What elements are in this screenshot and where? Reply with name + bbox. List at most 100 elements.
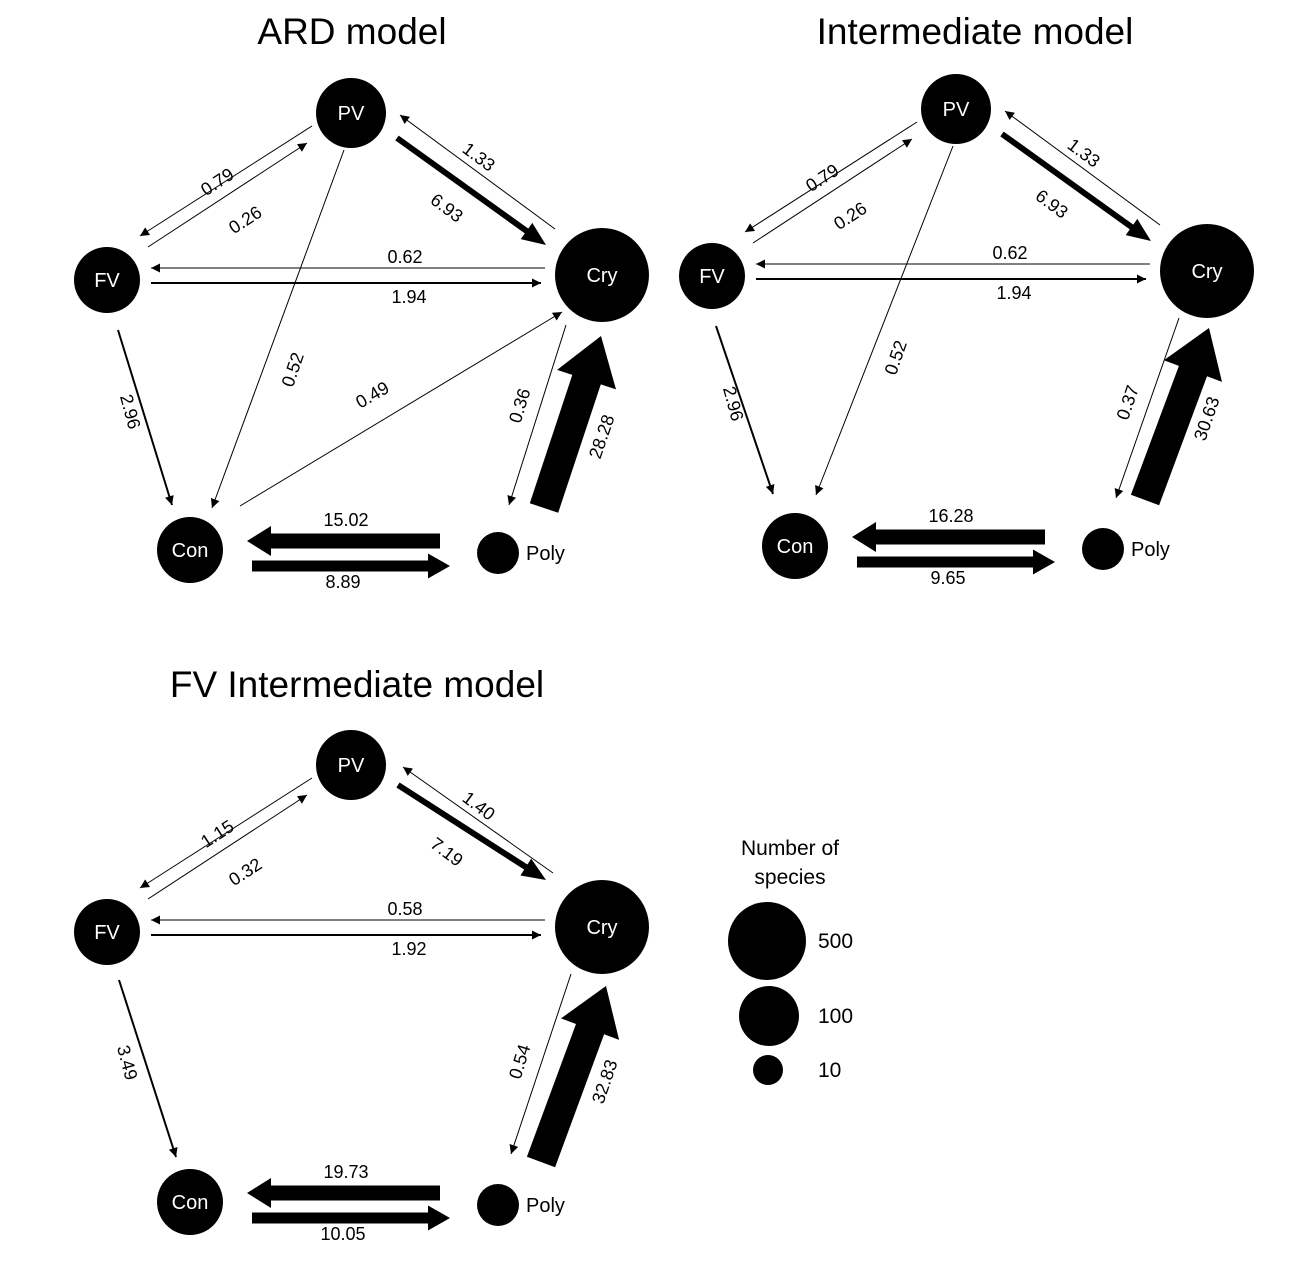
edge-con-to-poly-arrow — [252, 1205, 450, 1231]
edge-cry-to-pv-rate-label: 1.33 — [459, 138, 499, 175]
species-count-legend: Number of species 500 100 10 — [728, 837, 853, 1085]
node-con-label: Con — [172, 540, 209, 562]
node-fv — [74, 247, 140, 313]
node-poly-label: Poly — [526, 1195, 565, 1217]
edge-con-to-poly-rate-label: 10.05 — [320, 1224, 365, 1244]
edge-cry-to-fv-rate-label: 0.58 — [387, 899, 422, 919]
node-pv-label: PV — [338, 103, 365, 125]
node-cry-label: Cry — [1191, 261, 1222, 283]
node-poly — [1082, 528, 1124, 570]
panel-ard: ARD model0.790.261.336.930.621.940.520.4… — [74, 11, 649, 592]
node-con — [762, 513, 828, 579]
edge-cry-to-pv-arrow — [402, 766, 554, 874]
edge-cry-to-poly-arrow — [507, 324, 567, 506]
node-pv — [316, 730, 386, 800]
edge-con-to-cry-rate-label: 0.49 — [352, 377, 392, 412]
node-con-label: Con — [777, 536, 814, 558]
legend-label-100: 100 — [818, 1005, 853, 1028]
edge-cry-to-pv-arrow — [399, 114, 556, 230]
edge-fv-to-con-arrow — [715, 325, 775, 495]
edge-fv-to-pv-rate-label: 0.79 — [197, 164, 237, 200]
edge-fv-to-pv-arrow — [147, 142, 308, 248]
edge-cry-to-pv-rate-label: 1.40 — [459, 787, 499, 824]
edge-poly-to-con-arrow — [247, 526, 440, 556]
edge-pv-to-cry-arrow — [396, 782, 546, 880]
edge-fv-to-cry-rate-label: 1.92 — [391, 939, 426, 959]
edge-poly-to-con-rate-label: 16.28 — [928, 506, 973, 526]
node-poly-label: Poly — [1131, 539, 1170, 561]
edge-pv-to-fv-arrow — [744, 121, 918, 233]
edge-fv-to-con-rate-label: 3.49 — [113, 1043, 141, 1082]
panel-fv-intermediate: FV Intermediate model 1.150.32 1.40 7.19 0.5… — [74, 664, 649, 1244]
node-fv — [679, 243, 745, 309]
legend-title-line-2: species — [754, 866, 825, 889]
legend-label-500: 500 — [818, 930, 853, 953]
panels-layer: ARD model0.790.261.336.930.621.940.520.4… — [74, 11, 1254, 1244]
edge-poly-to-cry-rate-label: 28.28 — [585, 412, 619, 461]
edge-fv-to-con-arrow — [118, 979, 178, 1158]
node-con-label: Con — [172, 1192, 209, 1214]
edge-poly-to-con-rate-label: 15.02 — [323, 510, 368, 530]
edge-poly-to-cry-rate-label: 32.83 — [588, 1057, 622, 1106]
edge-fv-to-cry-rate-label: 1.94 — [996, 283, 1031, 303]
edge-cry-to-fv-rate-label: 0.62 — [387, 247, 422, 267]
edge-cry-to-pv-arrow — [1004, 110, 1161, 226]
edge-fv-to-con-arrow — [117, 329, 174, 506]
edge-pv-to-fv-arrow — [139, 125, 313, 237]
node-fv-label: FV — [94, 270, 120, 292]
legend-circle-100 — [739, 986, 799, 1046]
node-cry-label: Cry — [586, 265, 617, 287]
edge-con-to-poly-arrow — [252, 553, 450, 579]
edge-poly-to-con-arrow — [852, 522, 1045, 552]
node-cry — [1160, 224, 1254, 318]
node-pv-label: PV — [943, 99, 970, 121]
edge-con-to-poly-arrow — [857, 549, 1055, 575]
node-fv-label: FV — [699, 266, 725, 288]
edge-pv-to-con-arrow — [210, 149, 345, 509]
edge-pv-to-con-rate-label: 0.52 — [278, 350, 308, 390]
edge-poly-to-cry-arrow — [1130, 328, 1222, 506]
edge-pv-to-fv-rate-label: 0.32 — [225, 854, 265, 890]
edge-poly-to-cry-arrow — [526, 986, 620, 1168]
legend-title-line-1: Number of — [741, 837, 839, 860]
panel-title: FV Intermediate model — [170, 664, 544, 705]
edge-cry-to-poly-rate-label: 0.36 — [505, 386, 534, 425]
panel-title: ARD model — [257, 11, 446, 52]
node-poly — [477, 1184, 519, 1226]
node-fv — [74, 899, 140, 965]
edge-cry-to-fv-rate-label: 0.62 — [992, 243, 1027, 263]
edge-fv-to-con-rate-label: 2.96 — [116, 392, 144, 431]
legend-circle-500 — [728, 902, 806, 980]
edge-fv-to-pv-rate-label: 1.15 — [197, 816, 237, 852]
edge-con-to-cry-arrow — [239, 311, 563, 507]
edge-pv-to-fv-rate-label: 0.26 — [225, 202, 265, 238]
edge-pv-to-con-arrow — [815, 145, 954, 496]
edge-poly-to-cry-arrow — [529, 336, 616, 513]
edge-fv-to-pv-rate-label: 0.79 — [802, 160, 842, 196]
edge-fv-to-pv-arrow — [752, 138, 913, 244]
edge-cry-to-poly-arrow — [509, 973, 572, 1155]
node-con — [157, 517, 223, 583]
edge-fv-to-con-rate-label: 2.96 — [719, 384, 747, 423]
node-cry — [555, 228, 649, 322]
edge-cry-to-poly-arrow — [1114, 317, 1180, 499]
node-pv — [921, 74, 991, 144]
node-poly-label: Poly — [526, 543, 565, 565]
edge-fv-to-cry-rate-label: 1.94 — [391, 287, 426, 307]
node-cry — [555, 880, 649, 974]
edge-poly-to-con-arrow — [247, 1178, 440, 1208]
legend-label-10: 10 — [818, 1059, 841, 1082]
edge-pv-to-cry-rate-label: 7.19 — [427, 833, 467, 870]
edge-cry-to-poly-rate-label: 0.37 — [1113, 383, 1143, 423]
node-pv-label: PV — [338, 755, 365, 777]
edge-pv-to-fv-arrow — [139, 777, 313, 889]
edge-pv-to-cry-arrow — [1000, 131, 1151, 241]
edge-con-to-poly-rate-label: 8.89 — [325, 572, 360, 592]
edge-pv-to-cry-arrow — [395, 135, 546, 245]
edge-pv-to-fv-rate-label: 0.26 — [830, 198, 870, 234]
legend-circle-10 — [753, 1055, 783, 1085]
panel-intermediate: Intermediate model0.790.261.336.930.621.… — [679, 11, 1254, 588]
